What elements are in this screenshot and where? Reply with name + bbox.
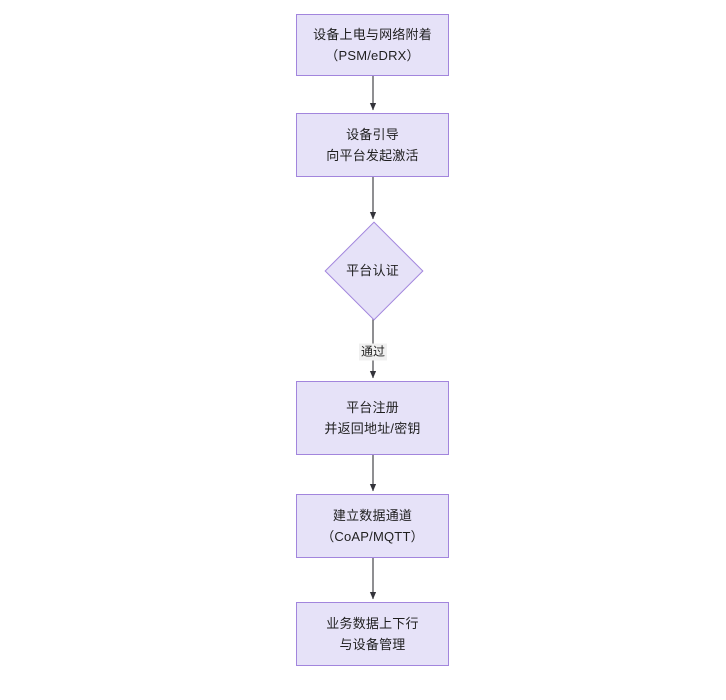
node-power-on-line-1: 设备上电与网络附着 — [313, 27, 432, 42]
node-data-channel[interactable]: 建立数据通道 （CoAP/MQTT） — [296, 494, 449, 558]
node-platform-register-line-2: 并返回地址/密钥 — [324, 421, 421, 436]
edge-label-pass: 通过 — [358, 343, 388, 361]
node-power-on-line-2: （PSM/eDRX） — [325, 48, 420, 63]
node-platform-register[interactable]: 平台注册 并返回地址/密钥 — [296, 381, 449, 455]
node-platform-auth-label: 平台认证 — [346, 262, 399, 278]
node-bootstrap[interactable]: 设备引导 向平台发起激活 — [296, 113, 449, 177]
node-data-channel-line-1: 建立数据通道 — [332, 508, 413, 523]
node-platform-register-line-1: 平台注册 — [346, 400, 399, 415]
node-business-data-line-2: 与设备管理 — [339, 637, 406, 652]
node-business-data[interactable]: 业务数据上下行 与设备管理 — [296, 602, 449, 666]
node-bootstrap-line-2: 向平台发起激活 — [326, 148, 419, 163]
node-bootstrap-line-1: 设备引导 — [346, 127, 399, 142]
node-business-data-line-1: 业务数据上下行 — [326, 616, 419, 631]
node-power-on[interactable]: 设备上电与网络附着 （PSM/eDRX） — [296, 14, 449, 76]
node-platform-auth[interactable]: 平台认证 — [324, 221, 423, 321]
node-data-channel-line-2: （CoAP/MQTT） — [321, 529, 424, 544]
